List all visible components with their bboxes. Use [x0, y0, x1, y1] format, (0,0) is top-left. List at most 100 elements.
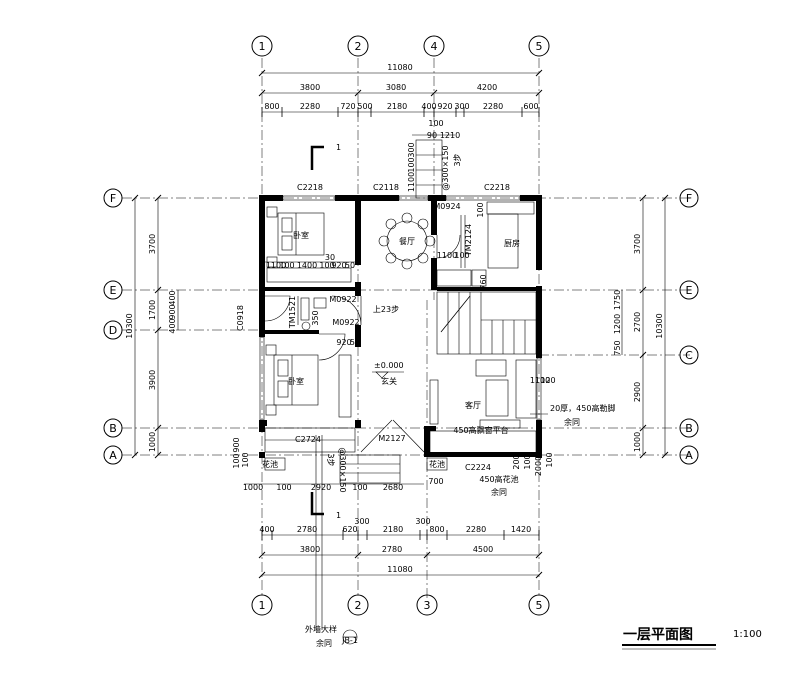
- drawing-scale: 1:100: [733, 629, 762, 640]
- dim-label: 50: [345, 261, 355, 270]
- flower-bed-label: 花池: [429, 459, 445, 469]
- dim-label: 2780: [297, 525, 317, 534]
- dim-label: 1100: [530, 376, 550, 385]
- window-label: C2218: [297, 183, 323, 192]
- dim-label: 2280: [483, 102, 503, 111]
- dim-label: 900: [168, 304, 177, 319]
- dim-label: 2280: [300, 102, 320, 111]
- dim-label: 100: [428, 119, 443, 128]
- axis-label: 3: [424, 599, 431, 612]
- dim-label: 100: [279, 261, 294, 270]
- dim-label: 300: [454, 102, 469, 111]
- dim-label: 1000: [243, 483, 263, 492]
- dim-label: 11080: [387, 565, 412, 574]
- dim-label: 100: [232, 453, 241, 468]
- door-label: M0922: [329, 295, 356, 304]
- section-mark-top: 1: [310, 143, 341, 170]
- step-count: 3步: [326, 453, 335, 466]
- dim-label: 100: [454, 251, 469, 260]
- bottom-dimensions: [258, 530, 543, 579]
- elevation-label: ±0.000: [374, 361, 404, 370]
- axis-label: B: [109, 422, 117, 435]
- drawing-title-block: 一层平面图 1:100: [622, 627, 762, 650]
- dim-label: 2920: [311, 483, 331, 492]
- dim-label: 100: [545, 452, 554, 467]
- dim-label: 300: [354, 517, 369, 526]
- dim-label: 920: [331, 261, 346, 270]
- dim-label: 800: [264, 102, 279, 111]
- leader-lines: [315, 413, 548, 630]
- dim-label: 300: [407, 142, 416, 157]
- right-dimensions: [621, 194, 669, 459]
- section-number: 1: [336, 143, 341, 152]
- dim-label: 400: [168, 318, 177, 333]
- dim-label: 11080: [387, 63, 412, 72]
- door-label: M2127: [378, 434, 405, 443]
- axis-label: 1: [259, 599, 266, 612]
- dim-label: 750: [613, 340, 622, 355]
- dim-label: 2780: [382, 545, 402, 554]
- dim-label: 400: [421, 102, 436, 111]
- room-label-entry: 玄关: [381, 376, 397, 386]
- windows: [259, 195, 542, 454]
- dim-label: 2180: [387, 102, 407, 111]
- entry-step-top: 100 90 1210 300 100 1100 @300×150 3步: [407, 119, 462, 199]
- dim-label: 600: [523, 102, 538, 111]
- dim-label: 100: [476, 202, 485, 217]
- axis-bubbles-bottom: 1 2 3 5: [251, 594, 550, 616]
- flower-box-label: 450高花池: [479, 474, 518, 484]
- dim-label: 3700: [148, 234, 157, 254]
- dim-label: 100: [319, 261, 334, 270]
- room-label-kitchen: 厨房: [504, 238, 520, 248]
- door-label: M0924: [433, 202, 460, 211]
- axis-label: 2: [355, 40, 362, 53]
- sill-label: 450高飘窗平台: [453, 425, 508, 435]
- dim-label: 720: [340, 102, 355, 111]
- doors: [264, 215, 466, 453]
- dim-label: 700: [428, 477, 443, 486]
- axis-bubbles-left: F E D B A: [103, 188, 123, 465]
- axis-label: 2: [355, 599, 362, 612]
- dim-label: 1700: [148, 300, 157, 320]
- axis-label: E: [110, 284, 117, 297]
- dim-label: 2280: [466, 525, 486, 534]
- plinth-label: 20厚，450高勒脚: [550, 403, 615, 413]
- dim-label: 90: [427, 131, 437, 140]
- dim-label: 3800: [300, 83, 320, 92]
- dim-label: 350: [311, 310, 320, 325]
- detail-note: 余同: [316, 638, 332, 648]
- axis-label: 4: [431, 40, 438, 53]
- dim-label: 1100: [437, 251, 457, 260]
- dim-label: 3080: [386, 83, 406, 92]
- room-label-bedroom-1: 卧室: [293, 230, 309, 240]
- section-mark-bottom: 1: [310, 492, 341, 520]
- dim-label: 2680: [383, 483, 403, 492]
- left-dimensions: [131, 194, 179, 459]
- axis-bubbles-top: 1 2 4 5: [251, 35, 550, 57]
- dim-label: 2000: [534, 456, 543, 476]
- dim-label: 3800: [300, 545, 320, 554]
- axis-label: F: [110, 192, 116, 205]
- stair-direction-label: 上23步: [373, 305, 399, 314]
- window-label: C0918: [236, 305, 245, 331]
- axis-label: 5: [536, 599, 543, 612]
- dim-label: 100: [523, 454, 532, 469]
- entry-step-bottom: [264, 454, 448, 484]
- door-label: M0922: [332, 318, 359, 327]
- dim-label: 4200: [477, 83, 497, 92]
- axis-label: A: [685, 449, 693, 462]
- dim-label: 1000: [148, 432, 157, 452]
- dim-label: 1210: [440, 131, 460, 140]
- dim-label: 500: [357, 102, 372, 111]
- dim-label: 100: [241, 452, 250, 467]
- door-label: TM1521: [288, 296, 297, 329]
- dim-label: 10300: [655, 313, 664, 338]
- plinth-note: 余同: [564, 417, 580, 427]
- detail-callout: 外墙大样 余同 JB-1: [305, 624, 358, 648]
- window-label: C2724: [295, 435, 321, 444]
- dim-label: 1100: [407, 172, 416, 192]
- dim-label: 10300: [125, 313, 134, 338]
- axis-label: B: [685, 422, 693, 435]
- furniture: [265, 201, 537, 429]
- window-label: C2118: [373, 183, 399, 192]
